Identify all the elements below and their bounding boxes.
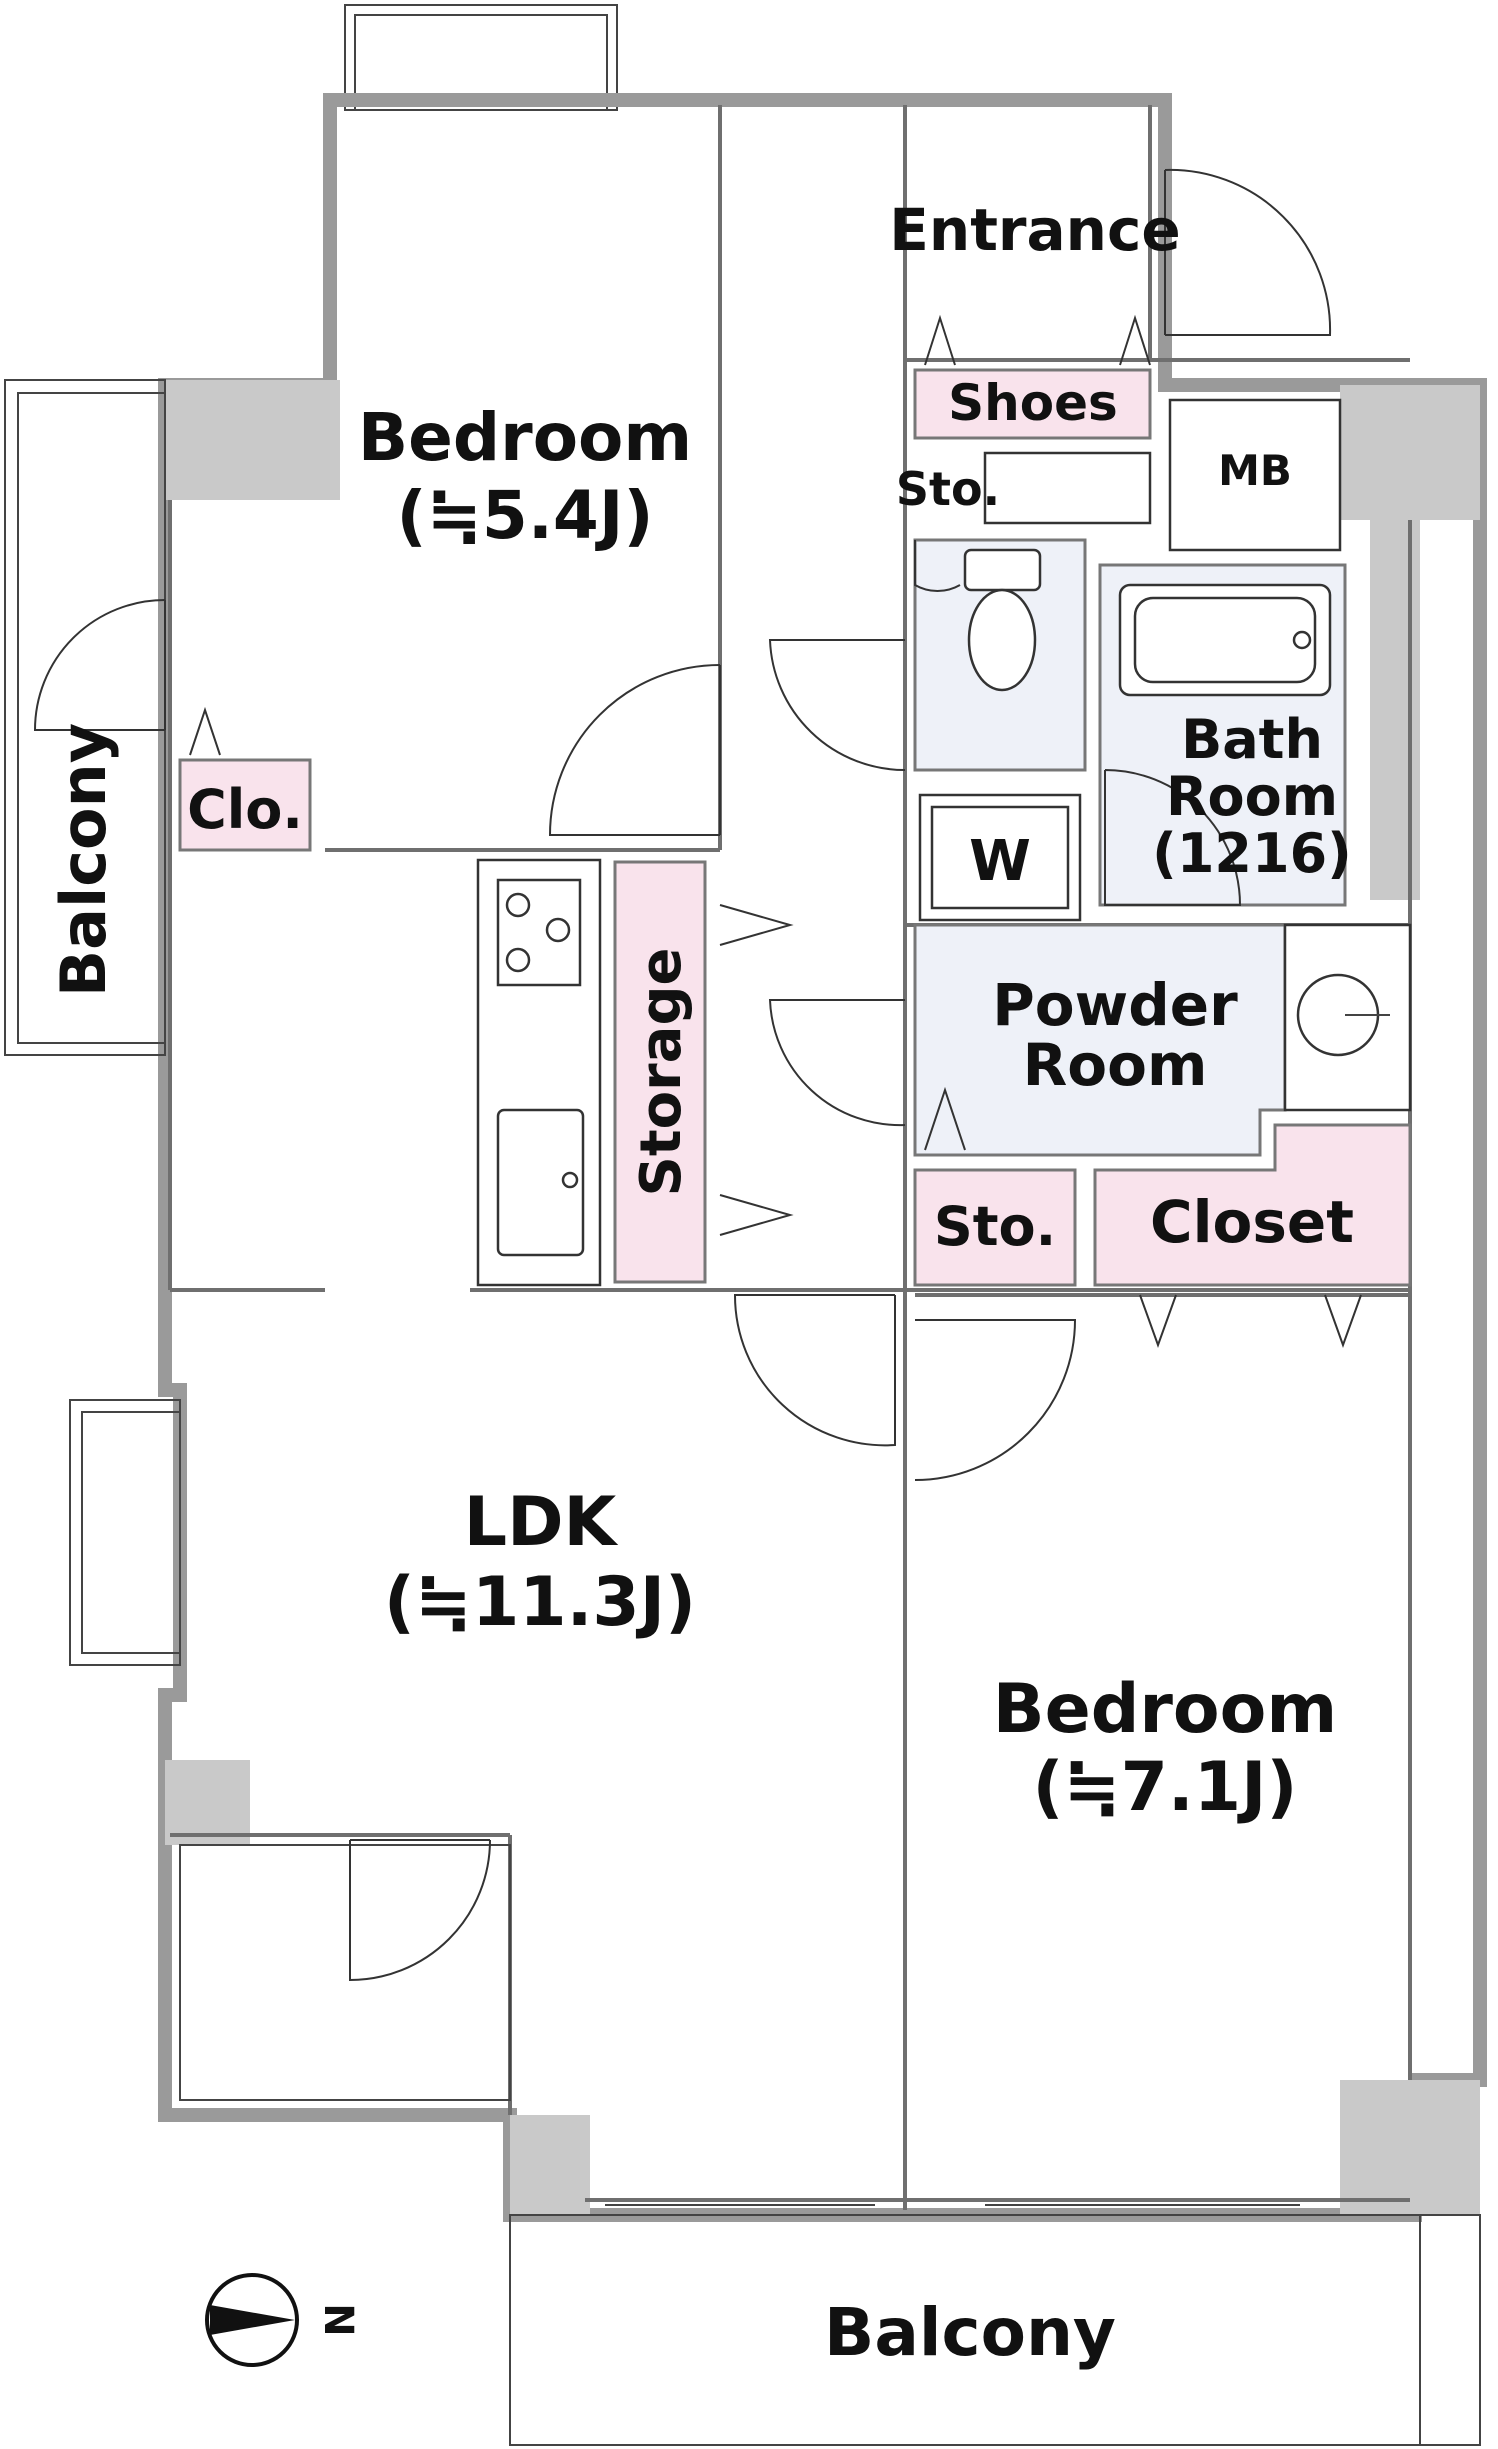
wet-areas: Bath Room (1216) W Powder Room Sto. Clos…: [913, 538, 1412, 1348]
shoes-label: Shoes: [948, 374, 1118, 432]
bath-label-1: Bath: [1181, 708, 1323, 771]
north-label: N: [315, 2303, 361, 2336]
storage-top: [983, 451, 1152, 525]
mb-label: MB: [1218, 446, 1292, 495]
hallway: [719, 639, 906, 1236]
balcony-left-label: Balcony: [47, 723, 120, 997]
mb-closet: [1168, 398, 1342, 552]
sto-top-label: Sto.: [896, 462, 1000, 516]
bedroom-top-size: (≒5.4J): [396, 477, 653, 554]
powder-label-1: Powder: [992, 971, 1238, 1039]
entrance-area: Entrance Shoes Sto. MB: [889, 168, 1342, 552]
kitchen-sink: [496, 1108, 585, 1257]
clo-label: Clo.: [187, 778, 303, 841]
sto-closet: [913, 1168, 1077, 1287]
closet-label: Closet: [1150, 1188, 1354, 1256]
storage-label: Storage: [629, 947, 694, 1196]
bedroom-bottom-label: Bedroom: [993, 1670, 1337, 1749]
toilet: [963, 548, 1042, 592]
ldk-bay-window: [69, 1399, 181, 1666]
ldk-label: LDK: [464, 1483, 619, 1562]
closet: [1093, 1123, 1412, 1287]
left-balcony: Balcony: [4, 379, 166, 1056]
compass: N: [205, 2273, 361, 2367]
bedroom-top-label: Bedroom: [358, 399, 692, 476]
sto-mid-label: Sto.: [934, 1195, 1056, 1258]
balcony-bottom-label: Balcony: [824, 2294, 1116, 2371]
entrance-label: Entrance: [889, 196, 1180, 264]
bath-size: (1216): [1152, 822, 1352, 885]
ldk: LDK (≒11.3J): [384, 1294, 896, 1642]
bedroom-bottom-size: (≒7.1J): [1033, 1748, 1298, 1827]
powder-label-2: Room: [1023, 1031, 1208, 1099]
ldk-size: (≒11.3J): [384, 1563, 696, 1642]
bedroom-bottom: Bedroom (≒7.1J): [914, 1319, 1337, 1827]
lower-left-alcove: [179, 1839, 511, 2101]
w-label: W: [969, 829, 1031, 894]
bottom-balcony: Balcony: [509, 2204, 1481, 2446]
bedroom-top: Bedroom (≒5.4J) Clo.: [178, 399, 721, 852]
bath-label-2: Room: [1166, 765, 1338, 828]
interior-walls: [168, 105, 1412, 2210]
shoes-cabinet: [913, 368, 1152, 440]
clo-closet: [178, 758, 312, 852]
kitchen: Storage: [476, 858, 707, 1287]
storage-closet: [613, 860, 707, 1284]
